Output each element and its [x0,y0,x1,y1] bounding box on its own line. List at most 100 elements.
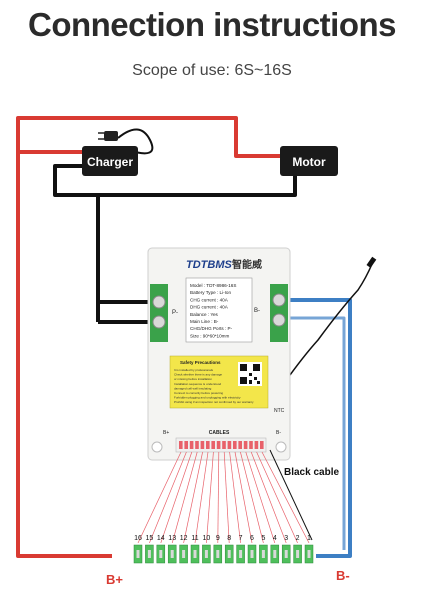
balance-wire [183,451,203,544]
safety-line: damaged cell well insulating [174,386,212,390]
port-b-label: B- [254,308,260,314]
header-pin [189,441,194,449]
pin-number: 15 [146,535,154,542]
ntc-wire [277,263,373,393]
balance-wire [256,451,298,544]
spec-line: Battery Type : Li-Ion [190,290,231,295]
spec-line: Size : 90*60*10mm [190,333,229,338]
pin-number: 1 [307,535,311,542]
blue-wire [286,298,352,558]
pin-number: 13 [168,535,176,542]
spec-line: CHG current : 40A [190,297,229,302]
connector-contact [227,550,231,558]
pin-number: 7 [239,535,243,542]
balance-wire [245,451,276,544]
balance-wire [194,451,209,544]
page-title: Connection instructions [28,6,397,43]
balance-wire [171,451,198,544]
spec-line: CHG/DHG Ports : P- [190,326,233,331]
cables-label: CABLES [209,430,230,436]
balance-wires [137,451,310,544]
pin-number: 4 [273,535,277,542]
pin-number: 8 [227,535,231,542]
balance-wire [160,451,193,544]
pin-number: 14 [157,535,165,542]
balance-wire [149,451,187,544]
safety-line: or missing before installation [174,377,212,381]
p-terminal-2 [152,315,166,329]
pin-number: 2 [296,535,300,542]
pin-number: 5 [261,535,265,542]
header-pin [233,441,237,449]
spec-line: Balance : Yes [190,312,219,317]
header-pin [200,441,205,449]
header-pin [216,441,221,449]
bms-brand-cn: 智能威 [232,258,262,271]
pin-number: 11 [191,535,198,542]
pin-number: 12 [180,535,188,542]
balance-wire [217,451,220,544]
ntc-probe [366,256,377,268]
board-hole-bl [151,441,163,453]
balance-wire [250,451,287,544]
page-subtitle: Scope of use: 6S~16S [132,62,292,79]
charger-label: Charger [87,155,133,169]
connector-contact [239,550,243,558]
safety-line: Connect to correctly before powering [174,391,223,395]
connector-contact [204,550,208,558]
black-cable-wire [269,449,313,541]
connector-contact [296,550,300,558]
connector-contact [159,550,163,558]
pin-number: 16 [134,535,142,542]
connector-contact [170,550,174,558]
connector-contact [193,550,197,558]
safety-line: It is installed by professionals [174,368,214,372]
charger-box: Charger [82,146,138,176]
power-cord [117,128,154,155]
motor-label: Motor [292,155,326,169]
black-wire-p [96,195,152,324]
connector-contact [261,550,265,558]
balance-wire [137,451,182,544]
spec-line: DHG current : 40A [190,305,229,310]
pin-number: 10 [203,535,211,542]
pin-number: 6 [250,535,254,542]
blue-wire-2 [286,316,346,550]
header-pin [211,441,215,449]
header-pin [249,441,253,449]
pin-number: 3 [284,535,288,542]
port-p-label: P- [172,310,178,316]
header-pin [243,441,248,449]
connector-contact [136,550,140,558]
header-pin [227,441,232,449]
balance-connector [126,543,316,567]
safety-line: Check whether there is any damage [174,373,222,377]
b-plus-label: B+ [106,572,123,587]
connector-contact [250,550,254,558]
balance-wire [229,451,241,544]
spec-line: Model : TDT-8986-16S [190,283,236,288]
connector-contact [182,550,186,558]
b-terminal-1 [272,293,286,307]
connector-contact [147,550,151,558]
connector-contact [273,550,277,558]
b-minus-label: B- [336,568,350,583]
ntc-label: NTC [274,408,285,414]
header-pin [238,441,242,449]
balance-wire [234,451,253,544]
red-wire [16,116,280,558]
balance-wire [206,451,214,544]
motor-box: Motor [280,146,338,176]
bms-brand: TDTBMS [186,259,232,271]
bms-board: TDTBMS 智能威 P- B- Model : TDT-8986-16S Bat… [147,247,291,461]
b-terminal-2 [272,313,286,327]
port-b-minus-small: B- [276,430,281,436]
black-wire [53,164,297,197]
balance-header-pins [179,441,264,449]
safety-line: Forbidden plugging and unplugging with e… [174,396,241,400]
header-pin [222,441,226,449]
b-terminal-block [270,284,288,342]
safety-line: Installation sequence is understood [174,382,221,386]
